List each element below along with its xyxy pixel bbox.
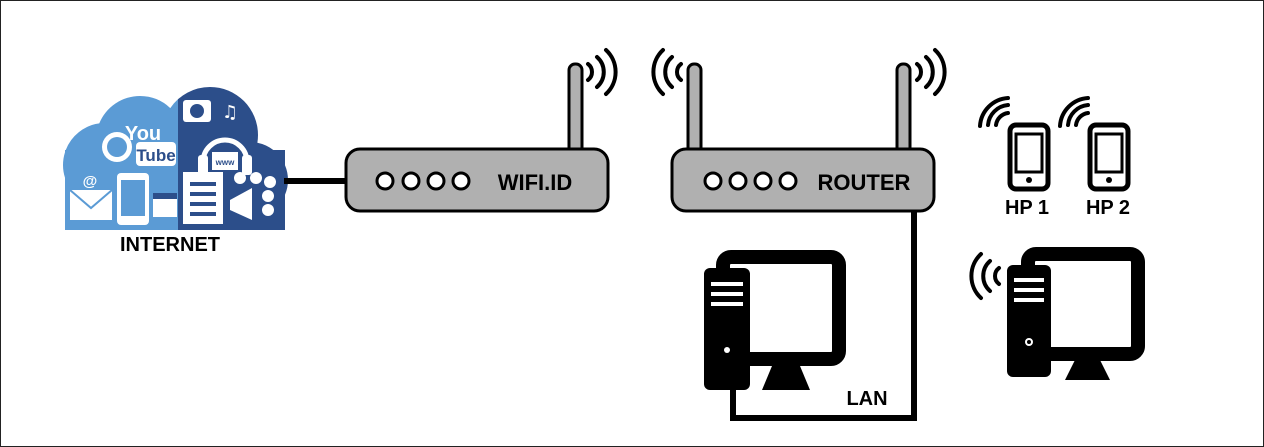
hp2-label: HP 2 xyxy=(1086,197,1130,219)
wifi-id-modem: WIFI.ID xyxy=(344,48,618,213)
wifi-id-label: WIFI.ID xyxy=(498,170,573,195)
router: ROUTER xyxy=(651,48,947,213)
hp1-label: HP 1 xyxy=(1005,197,1049,219)
lan-label: LAN xyxy=(846,388,887,410)
social-icons xyxy=(234,172,276,216)
router-body xyxy=(670,147,936,213)
router-signal-left-icon xyxy=(651,48,683,96)
youtube-icon: You Tube xyxy=(125,123,176,166)
router-signal-right-icon xyxy=(915,48,947,96)
wifi-signal-icon xyxy=(586,48,618,96)
svg-text:♫: ♫ xyxy=(222,102,238,123)
phone-hp2-icon xyxy=(1058,96,1131,192)
phone-call-icon xyxy=(102,132,132,162)
document-icon xyxy=(183,172,223,224)
headphones-icon: www xyxy=(198,137,252,175)
phone-hp1-icon xyxy=(978,96,1051,192)
megaphone-icon xyxy=(230,188,252,220)
calendar-icon xyxy=(153,193,177,217)
email-envelope-icon xyxy=(69,189,113,220)
desktop-pc-lan-icon xyxy=(704,250,846,390)
lan-cable xyxy=(730,211,917,421)
wifi-modem-body xyxy=(344,147,610,213)
camera-icon xyxy=(183,100,211,122)
cloud-you-text: You xyxy=(125,123,161,145)
cloud-tube-text: Tube xyxy=(136,146,175,165)
desktop-pc-wireless-icon xyxy=(969,247,1145,380)
router-leds xyxy=(703,171,798,191)
cloud-at-text: @ xyxy=(83,173,98,190)
router-label: ROUTER xyxy=(818,170,911,195)
wifi-modem-leds xyxy=(375,171,471,191)
cloud-www-text: www xyxy=(215,158,235,167)
music-note-icon: ♫ xyxy=(222,102,238,123)
internet-label: INTERNET xyxy=(120,234,220,256)
smartphone-icon xyxy=(117,173,149,225)
